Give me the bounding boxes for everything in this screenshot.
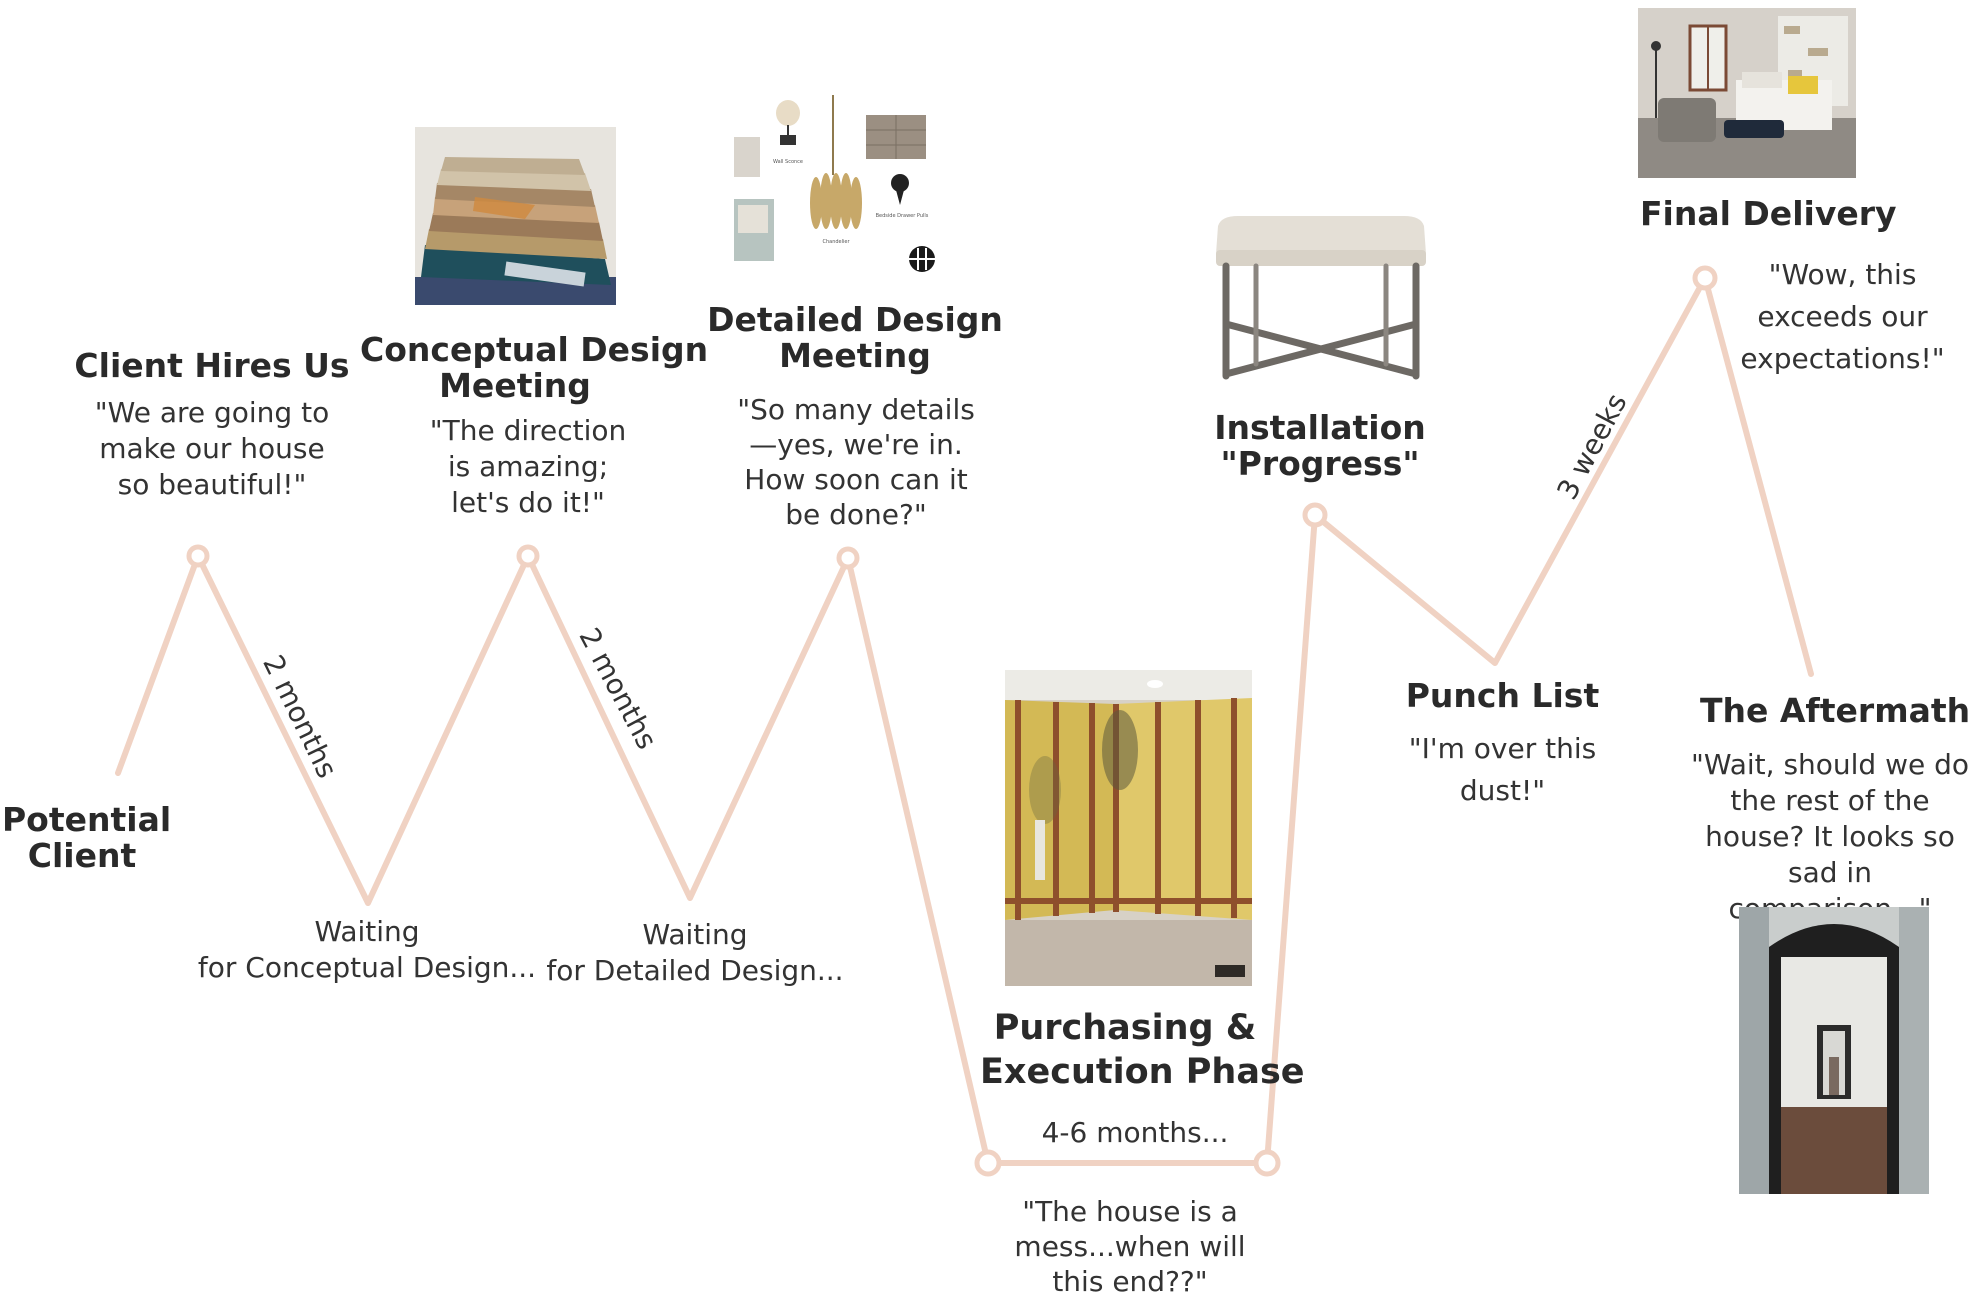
detailed-title-line1: Detailed Design (707, 300, 1003, 339)
wall-sconce-image (734, 137, 760, 177)
purchasing-title: Purchasing & Execution Phase (980, 1006, 1305, 1094)
ottoman-bench-photo (1208, 214, 1434, 384)
detailed-quote: "So many details—yes, we're in. How soon… (737, 393, 975, 531)
conceptual-title-line2: Meeting (439, 366, 591, 405)
finished-bedroom-photo (1638, 8, 1856, 178)
potential-client-title: Potential Client (2, 800, 172, 875)
node-purchasing-start (974, 1149, 1002, 1177)
node-detailed (836, 546, 860, 570)
installation-title: Installation "Progress" (1180, 410, 1460, 482)
demolished-room-photo (1005, 670, 1252, 986)
drawer-pulls-label: Bedside Drawer Pulls (876, 213, 929, 219)
node-final-delivery (1692, 265, 1718, 291)
node-purchasing-end (1253, 1149, 1281, 1177)
final-delivery-title: Final Delivery (1640, 194, 1897, 233)
final-delivery-quote: "Wow, this exceeds our expectations!" (1740, 258, 1945, 375)
empty-doorway-photo (1739, 907, 1929, 1194)
detailed-title-line2: Meeting (779, 336, 931, 375)
waiting-conceptual-line2: for Conceptual Design... (197, 951, 537, 984)
node-client-hires (186, 544, 210, 568)
waiting-conceptual-line1: Waiting (314, 915, 420, 948)
installation-title-line1: Installation (1214, 408, 1426, 447)
moodboard-image: Wall Sconce Chandelier Bedside Drawer Pu… (732, 95, 942, 280)
waiting-detailed-label: Waiting for Detailed Design... (540, 917, 850, 989)
node-installation (1302, 502, 1328, 528)
detailed-title: Detailed Design Meeting (700, 302, 1010, 374)
journey-nodes (186, 265, 1718, 1177)
client-hires-quote: "We are going to make our house so beaut… (94, 396, 330, 501)
purchasing-title-line2: Execution Phase (980, 1052, 1305, 1092)
conceptual-title: Conceptual Design Meeting (360, 330, 709, 405)
journey-path (115, 275, 1814, 1166)
aftermath-title: The Aftermath (1700, 691, 1971, 730)
client-hires-title: Client Hires Us (74, 346, 350, 385)
wall-sconce-label: Wall Sconce (773, 159, 803, 165)
chandelier-label: Chandelier (822, 239, 850, 245)
potential-client-title-line1: Potential (2, 800, 172, 839)
punch-list-title: Punch List (1405, 676, 1600, 715)
journey-line (115, 275, 1814, 1166)
waiting-conceptual-label: Waiting for Conceptual Design... (192, 914, 542, 986)
potential-client-title-line2: Client (27, 836, 137, 875)
installation-title-line2: "Progress" (1220, 444, 1420, 483)
chandelier-image (810, 173, 862, 229)
conceptual-title-line1: Conceptual Design (360, 330, 709, 369)
purchasing-duration: 4-6 months... (1041, 1116, 1229, 1149)
purchasing-quote: "The house is a mess...when will this en… (1014, 1195, 1246, 1298)
conceptual-quote: "The direction is amazing; let's do it!" (429, 414, 627, 519)
punch-list-quote: "I'm over this dust!" (1408, 732, 1597, 807)
purchasing-title-line1: Purchasing & (993, 1008, 1257, 1048)
waiting-detailed-line2: for Detailed Design... (546, 954, 844, 987)
waiting-detailed-line1: Waiting (642, 918, 748, 951)
aftermath-quote: "Wait, should we do the rest of the hous… (1690, 748, 1970, 925)
fabric-swatches-photo (415, 127, 616, 305)
node-conceptual (516, 544, 540, 568)
